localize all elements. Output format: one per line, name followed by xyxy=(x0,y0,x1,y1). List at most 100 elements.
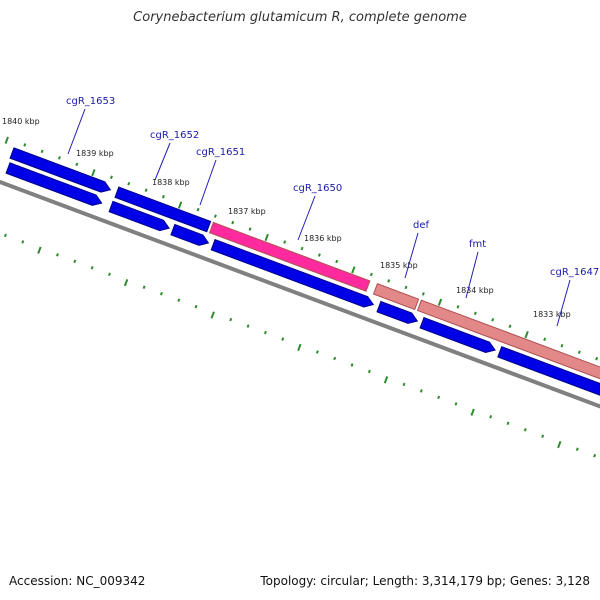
scale-tick xyxy=(335,259,339,264)
cds-def xyxy=(372,283,420,311)
scale-tick-lower xyxy=(419,389,423,393)
scale-tick xyxy=(404,285,408,290)
gene-label: cgR_1647 xyxy=(550,267,599,278)
genome-backbone xyxy=(0,179,600,409)
gene-leader-line xyxy=(404,232,419,279)
scale-label: 1834 kbp xyxy=(456,286,494,295)
gene-label: cgR_1653 xyxy=(66,96,115,107)
scale-tick xyxy=(40,149,44,154)
scale-tick xyxy=(351,266,356,274)
scale-tick-lower xyxy=(541,434,545,439)
genome-summary-text: Topology: circular; Length: 3,314,179 bp… xyxy=(260,574,590,588)
gene-leader-line xyxy=(154,142,171,181)
scale-label: 1837 kbp xyxy=(228,207,266,216)
scale-label: 1839 kbp xyxy=(76,149,114,158)
scale-tick-lower xyxy=(142,285,146,289)
scale-tick xyxy=(473,311,477,316)
cds-lower-4 xyxy=(210,238,375,308)
scale-label: 1835 kbp xyxy=(380,261,418,270)
scale-tick-lower xyxy=(229,317,233,322)
scale-tick-lower xyxy=(454,402,458,406)
scale-tick-lower xyxy=(367,369,371,374)
scale-tick xyxy=(161,194,165,199)
scale-label: 1833 kbp xyxy=(533,310,571,319)
scale-tick-lower xyxy=(4,233,7,238)
scale-tick xyxy=(421,292,425,296)
scale-tick-lower xyxy=(523,428,527,432)
scale-tick xyxy=(4,136,9,144)
scale-tick xyxy=(317,253,321,257)
scale-tick-lower xyxy=(437,395,441,400)
scale-tick-lower xyxy=(281,337,285,341)
gene-label: def xyxy=(413,220,430,231)
scale-tick xyxy=(57,156,61,160)
scale-tick xyxy=(144,188,148,192)
scale-tick xyxy=(91,169,96,177)
scale-tick-lower xyxy=(489,415,493,419)
scale-tick xyxy=(248,227,252,231)
scale-tick-lower xyxy=(73,259,77,264)
cds-cgR_1650 xyxy=(208,221,371,292)
scale-tick xyxy=(595,356,599,361)
cds-lower-7 xyxy=(497,346,600,396)
map-title: Corynebacterium glutamicum R, complete g… xyxy=(133,10,467,25)
scale-tick-lower xyxy=(159,291,163,296)
scale-tick-lower xyxy=(402,382,406,387)
scale-tick-lower xyxy=(123,279,129,287)
scale-tick-lower xyxy=(37,246,42,254)
gene-label: cgR_1651 xyxy=(196,147,245,158)
scale-label: 1840 kbp xyxy=(2,117,40,126)
scale-tick xyxy=(283,240,287,244)
scale-tick-lower xyxy=(506,421,510,426)
scale-tick-lower xyxy=(263,330,267,335)
gene-leader-line xyxy=(297,195,316,241)
scale-tick xyxy=(369,272,373,277)
cds-lower-2 xyxy=(108,200,170,232)
scale-tick xyxy=(387,279,391,283)
cds-fmt xyxy=(416,299,600,380)
scale-tick-lower xyxy=(315,350,319,354)
scale-tick-lower xyxy=(297,343,302,352)
scale-tick xyxy=(508,324,512,329)
scale-tick-lower xyxy=(210,311,215,319)
gene-leader-line xyxy=(199,159,217,206)
scale-tick xyxy=(560,343,564,348)
scale-tick xyxy=(177,201,183,209)
scale-tick-lower xyxy=(593,453,597,458)
scale-tick-lower xyxy=(177,298,181,302)
scale-tick xyxy=(300,246,304,251)
scale-tick-lower xyxy=(90,266,94,270)
scale-tick-lower xyxy=(557,440,562,449)
cds-lower-6 xyxy=(419,316,496,353)
scale-tick-lower xyxy=(350,363,354,367)
scale-tick xyxy=(75,162,79,167)
scale-tick-lower xyxy=(246,324,250,328)
scale-tick xyxy=(577,350,581,354)
scale-tick-lower xyxy=(470,408,475,416)
scale-tick xyxy=(213,214,217,218)
accession-text: Accession: NC_009342 xyxy=(9,574,146,588)
scale-label: 1838 kbp xyxy=(152,178,190,187)
cds-lower-3 xyxy=(170,223,210,246)
gene-label: cgR_1652 xyxy=(150,130,199,141)
gene-label: cgR_1650 xyxy=(293,183,342,194)
scale-tick-lower xyxy=(55,253,59,257)
scale-tick-lower xyxy=(383,376,389,384)
cds-lower-1 xyxy=(5,162,103,206)
gene-leader-line xyxy=(465,251,479,299)
cds-cgR_1652 xyxy=(114,186,212,233)
scale-label: 1836 kbp xyxy=(304,234,342,243)
scale-tick xyxy=(196,207,200,212)
scale-tick xyxy=(456,305,460,309)
gene-leader-line xyxy=(556,279,571,327)
scale-tick xyxy=(231,220,235,225)
scale-tick xyxy=(491,318,495,322)
scale-tick xyxy=(264,233,269,242)
gene-leader-line xyxy=(67,108,86,155)
scale-tick xyxy=(127,182,131,186)
scale-tick xyxy=(543,337,547,342)
gene-label: fmt xyxy=(469,239,486,250)
scale-tick xyxy=(524,331,529,339)
